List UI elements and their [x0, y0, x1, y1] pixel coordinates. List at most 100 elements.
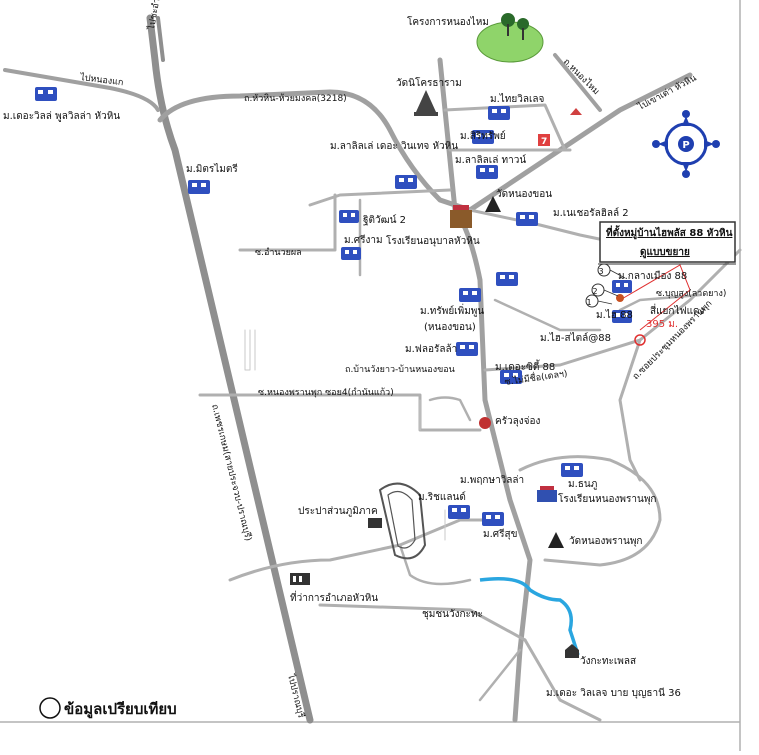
- road-label-amnuai-phon: ซ.อำนวยผล: [255, 247, 302, 258]
- label-klang-mueang-88: ม.กลางเมือง 88: [618, 270, 687, 282]
- label-pruksa-villa: ม.พฤกษาวิลล่า: [460, 475, 524, 486]
- house-icon: [395, 175, 417, 189]
- label-seven-eleven: 7: [541, 137, 547, 147]
- house-icon: [488, 106, 510, 120]
- park-area: [476, 21, 544, 63]
- label-siri-ngam: ม.ศรีงาม: [344, 234, 383, 246]
- office-icon: [290, 573, 310, 585]
- compass-rose: P: [652, 110, 720, 178]
- temple-icon: [548, 532, 564, 548]
- village-icons: [35, 87, 632, 526]
- house-icon: [561, 463, 583, 477]
- label-naturel-hill: ม.เนเชอรัลฮิลล์ 2: [553, 207, 629, 219]
- label-thai-village: ม.ไทยวิลเลจ: [490, 93, 545, 105]
- river: [479, 577, 580, 656]
- shop-icon: [570, 108, 582, 115]
- label-krua-lung-chong: ครัวลุงจ่อง: [495, 416, 541, 427]
- house-icon: [456, 342, 478, 356]
- place-labels: โครงการหนองไหม วัดนิโครธาราม ม.ไทยวิลเลจ…: [3, 15, 733, 699]
- house-icon: [476, 165, 498, 179]
- label-sirisaphon: ม.สิริทรัพย์: [460, 130, 506, 142]
- label-wat-nong-khon: วัดหนองขอน: [496, 189, 552, 200]
- highway-phetkasem: [146, 14, 314, 724]
- label-rich-land: ม.ริชแลนด์: [418, 491, 466, 503]
- house-icon: [500, 370, 522, 384]
- road-to-hua-hin: [467, 72, 693, 213]
- road-label-nong-hon-mai: ถ.หนองไหม: [561, 56, 602, 97]
- label-thiti-wat: ฐิติวัฒน์ 2: [363, 214, 407, 226]
- temple-icon: [485, 196, 501, 212]
- site-title-line2[interactable]: ดูแบบขยาย: [640, 247, 690, 259]
- label-traffic-light: สี่แยกไฟแดง: [650, 303, 705, 317]
- site-title-line1[interactable]: ที่ตั้งหมู่บ้านไฮพลัส 88 หัวหิน: [606, 225, 733, 240]
- house-icon: [516, 212, 538, 226]
- label-wat-nong-phran: วัดหนองพรานพุก: [569, 536, 643, 547]
- road-label-ban-wang-yao: ถ.บ้านวังยาว-บ้านหนองขอน: [345, 364, 455, 375]
- house-small-icon: [565, 644, 579, 658]
- label-hi-style-88: ม.ไฮ-สไตล์@88: [540, 332, 611, 344]
- label-wangkatha-place: วังกะทะเพลส: [580, 656, 636, 667]
- house-icon: [341, 247, 361, 260]
- label-hi-88: ม.ไฮ 88: [596, 309, 633, 321]
- traffic-light-marker: [634, 334, 646, 346]
- road-label-to-hua-hin: ไปเขาเต่า หัวหิน: [635, 73, 698, 113]
- road-to-nong-khae: [3, 68, 160, 112]
- seven-eleven-icon: [538, 134, 550, 146]
- label-school-hua-hin: โรงเรียนอนุบาลหัวหิน: [386, 234, 480, 247]
- house-icon: [448, 505, 470, 519]
- house-icon: [472, 130, 494, 144]
- label-lalin-town: ม.ลาลิลเล่ ทาวน์: [455, 154, 526, 166]
- label-sap-phun: ม.ทรัพย์เพิ่มพูน: [420, 303, 484, 317]
- label-the-city-88: ม.เดอะซิตี้ 88: [495, 359, 555, 373]
- restaurant-icon: [479, 417, 491, 429]
- label-nong-hon-mai-project: โครงการหนองไหม: [407, 15, 489, 28]
- house-icon: [496, 272, 518, 286]
- label-lalin-vintage: ม.ลาลิลเล่ เดอะ วินเทจ หัวหิน: [330, 141, 458, 152]
- label-the-ville-pool-villa: ม.เดอะวิลล่ พูลวิลล่า หัวหิน: [3, 111, 120, 122]
- label-distance: 395 ม.: [646, 319, 678, 330]
- house-icon: [612, 310, 632, 323]
- temple-icon: [414, 90, 438, 116]
- road-huai-mongkhon: [157, 89, 473, 213]
- numbered-markers: [585, 263, 626, 308]
- legend-circle-icon: [39, 697, 61, 719]
- road-nong-phran-phuk: [618, 338, 642, 482]
- school-icon: [537, 486, 557, 502]
- site-title-box[interactable]: [599, 221, 736, 263]
- label-the-village-bunthani: ม.เดอะ วิลเลจ บาย บุญธานี 36: [546, 687, 681, 699]
- house-icon: [35, 87, 57, 101]
- label-water-works: ประปาส่วนภูมิภาค: [298, 506, 378, 517]
- school-icon: [450, 205, 472, 228]
- marker-2: 2: [592, 287, 597, 296]
- road-nong-hon-mai: [553, 53, 602, 112]
- label-district-office: ที่ว่าการอำเภอหัวหิน: [290, 590, 378, 604]
- road-amnuai-phon: [238, 193, 337, 252]
- label-mit-maitri: ม.มิตรไมตรี: [186, 163, 238, 175]
- house-icon: [339, 210, 359, 223]
- house-icon: [482, 512, 504, 526]
- road-label-huai-mongkhon: ถ.หัวหิน-ห้วยมงคล(3218): [244, 93, 347, 104]
- route-line: [619, 264, 691, 331]
- water-works-icon: [368, 518, 382, 528]
- label-chumchon-wangkatha: ชุมชนวังกะทะ: [422, 609, 483, 620]
- site-marker: [616, 294, 624, 302]
- house-icon: [459, 288, 481, 302]
- label-thanaphu: ม.ธนภู: [568, 479, 597, 490]
- marker-3: 3: [598, 267, 603, 276]
- label-nong-khon-paren: (หนองขอน): [424, 322, 476, 333]
- label-school-nong-phran: โรงเรียนหนองพรานพุก: [558, 492, 657, 505]
- house-icon: [188, 180, 210, 194]
- road-label-phetkasem: ถ.เพชรเกษม(สายประจวบ-ปราณบุรี): [209, 403, 254, 542]
- tree-icon: [501, 13, 529, 40]
- road-label-to-nong-khae: ไปหนองแก: [79, 72, 124, 88]
- house-icon: [612, 280, 632, 293]
- water-works-oval: [378, 482, 427, 560]
- label-wat-nikhrotharam: วัดนิโครธาราม: [396, 76, 462, 89]
- label-sri-suk: ม.ศรีสุข: [483, 528, 517, 540]
- label-floral: ม.ฟลอรัลล้า: [405, 343, 457, 355]
- marker-1: 1: [586, 298, 591, 307]
- legend-comparison-label: ข้อมูลเปรียบเทียบ: [64, 700, 177, 719]
- legend: ข้อมูลเปรียบเทียบ: [39, 697, 177, 719]
